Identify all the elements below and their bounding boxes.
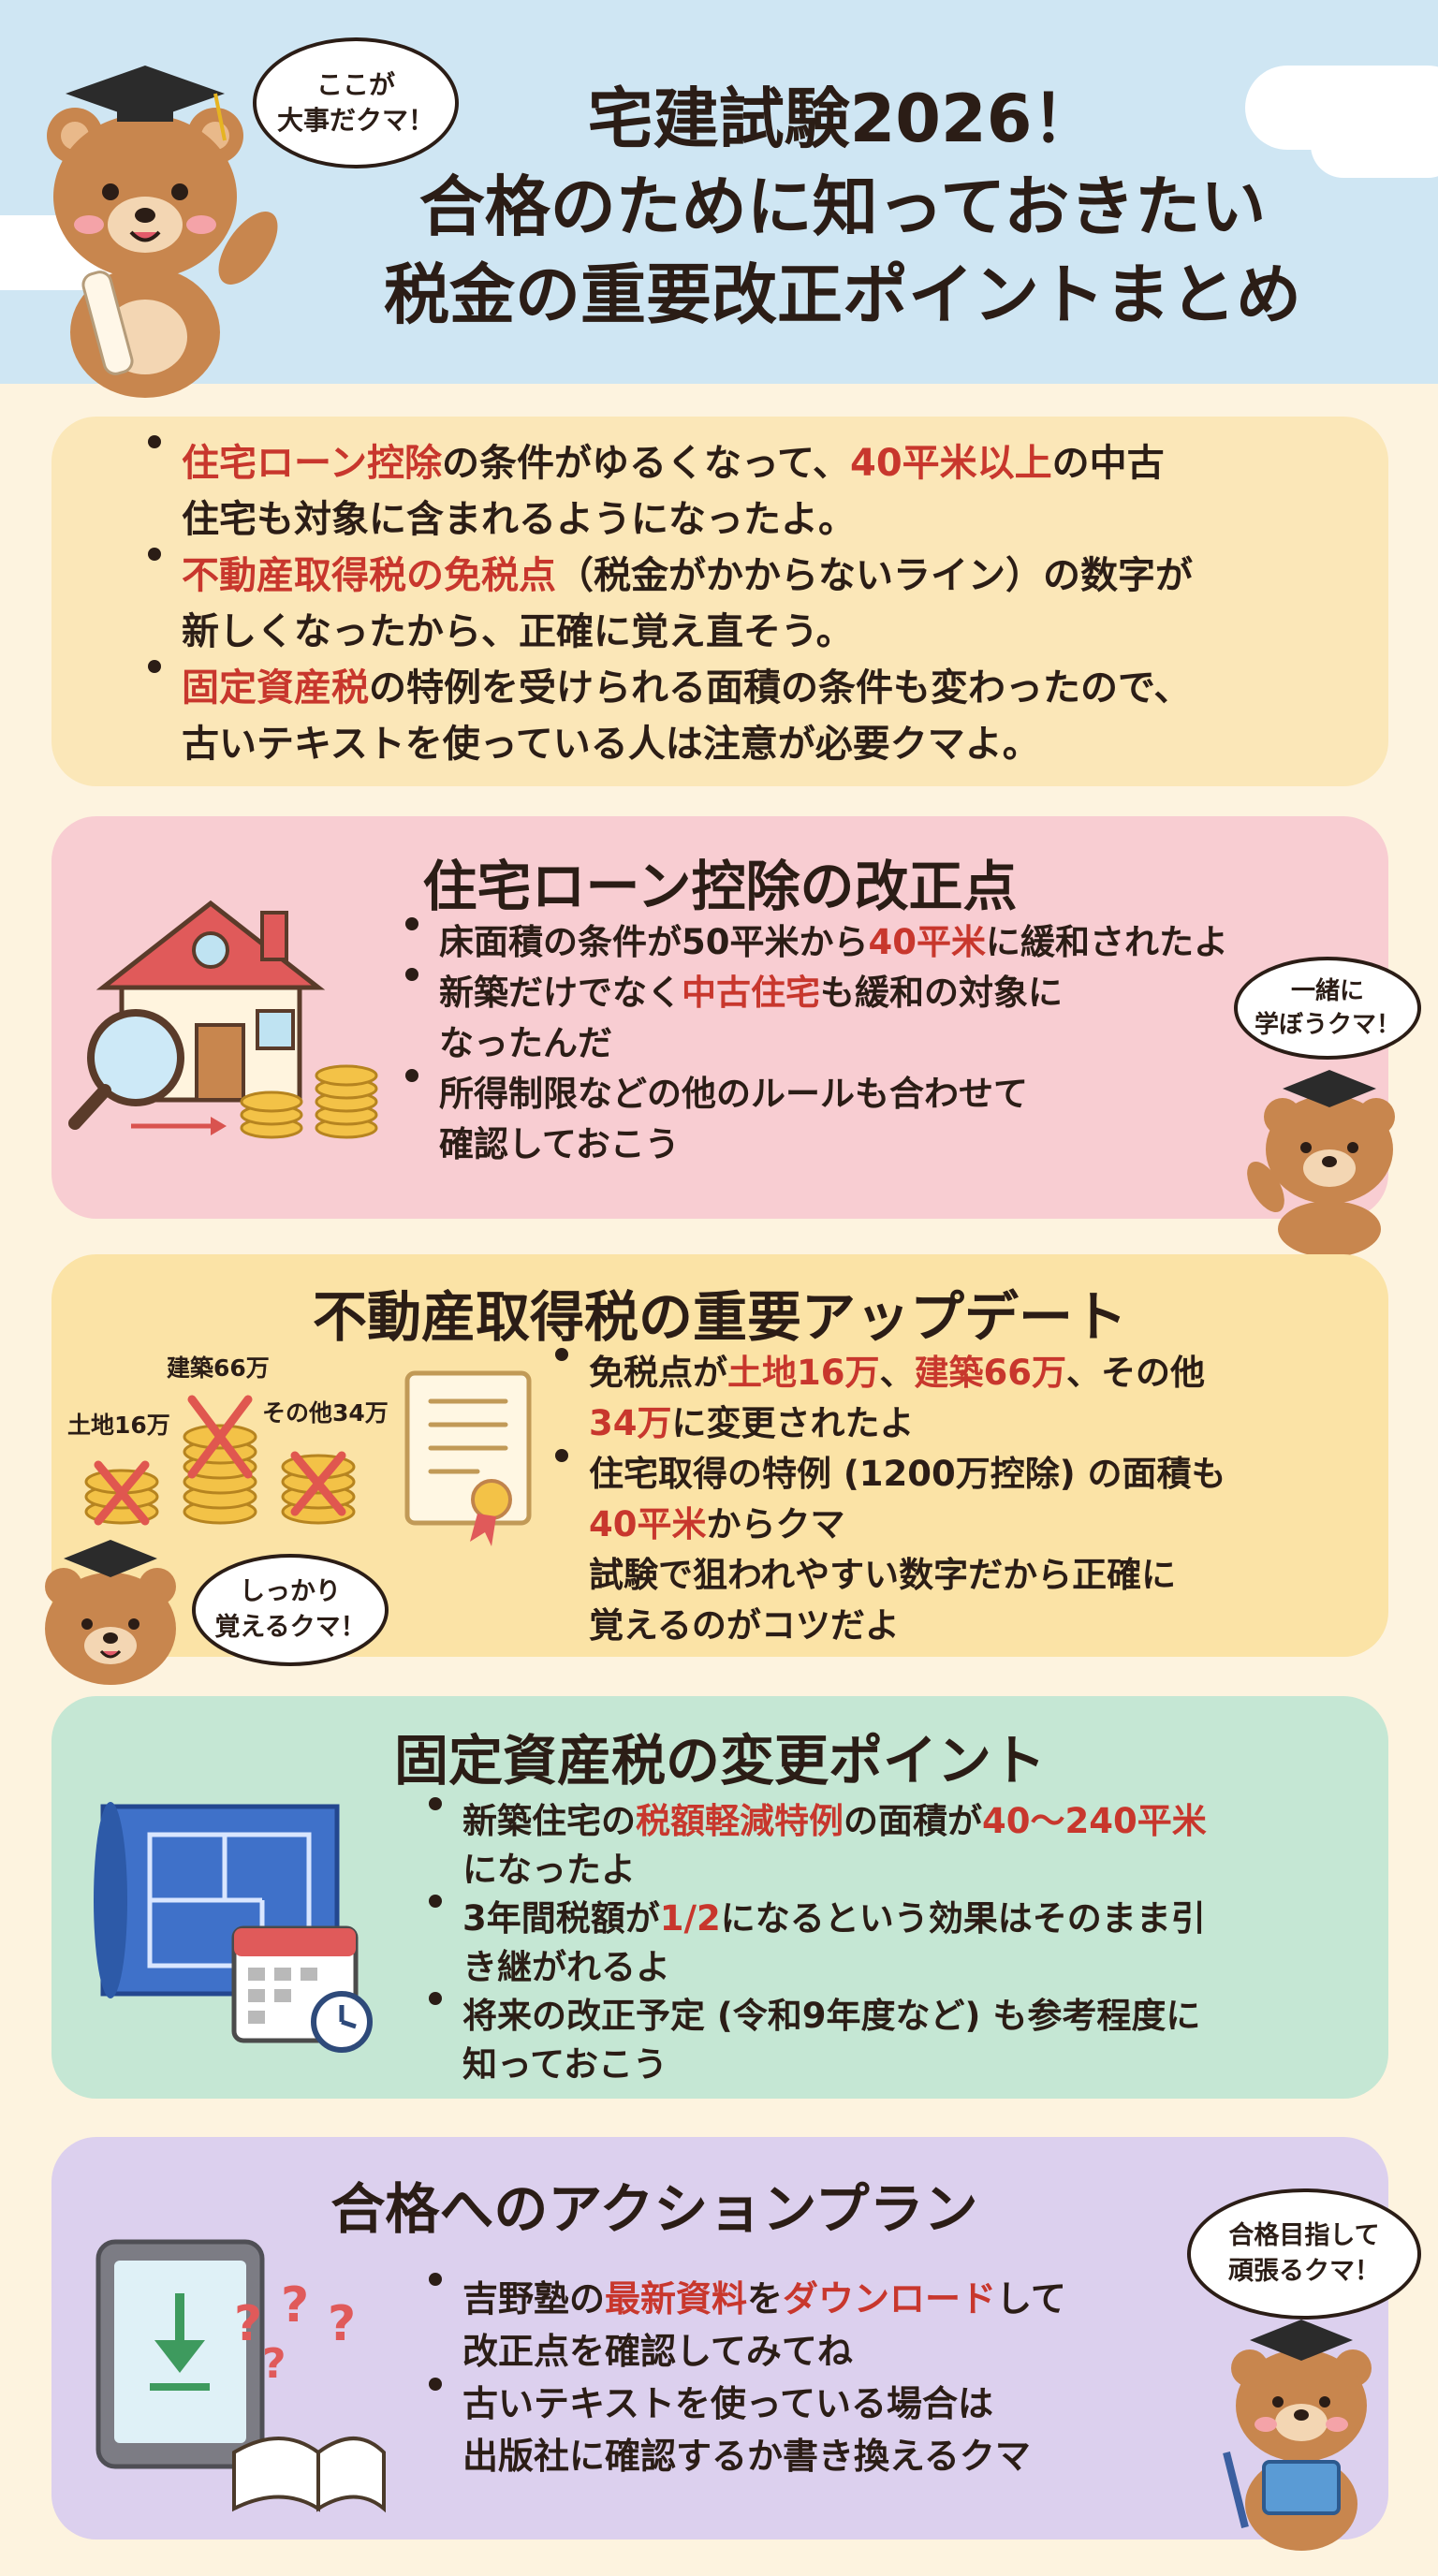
cloud-right-2 (1311, 112, 1438, 178)
fixed-point-1: 新築住宅の税額軽減特例の面積が40〜240平米になったよ (421, 1797, 1357, 1895)
svg-text:?: ? (262, 2340, 286, 2388)
fixed-asset-heading: 固定資産税の変更ポイント (393, 1729, 1046, 1793)
summary-item-loan: 住宅ローン控除の条件がゆるくなって、40平米以上の中古住宅も対象に含まれるように… (140, 435, 1357, 548)
title-line-1: 宅建試験2026！ (587, 80, 1098, 157)
bear-peeking-icon (45, 1540, 176, 1685)
speech-bubble-acquisition: しっかり 覚えるクマ！ (192, 1554, 389, 1666)
svg-text:?: ? (234, 2296, 262, 2352)
header-banner: 宅建試験2026！ 合格のために知っておきたい 税金の重要改正ポイントまとめ こ… (0, 0, 1438, 384)
speech-bubble-loan: 一緒に 学ぼうクマ！ (1234, 957, 1421, 1060)
action-point-1: 吉野塾の最新資料をダウンロードして改正点を確認してみてね (421, 2273, 1264, 2378)
svg-text:?: ? (281, 2277, 309, 2334)
fixed-point-3: 将来の改正予定 (令和9年度など) も参考程度に知っておこう (421, 1992, 1357, 2089)
summary-item-fixed-asset: 固定資産税の特例を受けられる面積の条件も変わったので、古いテキストを使っている人… (140, 660, 1357, 772)
coin-label-build: 建築66万 (167, 1354, 270, 1382)
speech-bubble-action: 合格目指して 頑張るクマ！ (1187, 2188, 1421, 2320)
action-plan-card: 合格へのアクションプラン 吉野塾の最新資料をダウンロードして改正点を確認してみて… (51, 2137, 1388, 2539)
fixed-asset-card: 固定資産税の変更ポイント 新築住宅の税額軽減特例の面積が40〜240平米になった… (51, 1696, 1388, 2099)
blueprint-calendar-icon (94, 1802, 373, 2053)
summary-list: 住宅ローン控除の条件がゆるくなって、40平米以上の中古住宅も対象に含まれるように… (140, 435, 1357, 772)
summary-item-acquisition: 不動産取得税の免税点（税金がかからないライン）の数字が新しくなったから、正確に覚… (140, 548, 1357, 660)
action-plan-heading: 合格へのアクションプラン (330, 2177, 978, 2241)
title-line-3: 税金の重要改正ポイントまとめ (384, 256, 1301, 333)
fixed-point-2: 3年間税額が1/2になるという効果はそのまま引き継がれるよ (421, 1895, 1357, 1992)
speech-bubble-header: ここが 大事だクマ！ (253, 37, 459, 168)
loan-point-3: 所得制限などの他のルールも合わせて確認しておこう (398, 1069, 1353, 1170)
house-magnifier-icon (68, 900, 378, 1139)
bear-reading-icon (1223, 2320, 1372, 2551)
action-point-2: 古いテキストを使っている場合は出版社に確認するか書き換えるクマ (421, 2378, 1264, 2482)
acquisition-heading: 不動産取得税の重要アップデート (312, 1285, 1127, 1349)
page-title: 宅建試験2026！ 合格のために知っておきたい 税金の重要改正ポイントまとめ (309, 75, 1376, 339)
bear-graduate-icon (47, 66, 278, 398)
fixed-asset-list: 新築住宅の税額軽減特例の面積が40〜240平米になったよ 3年間税額が1/2にな… (421, 1797, 1357, 2089)
loan-point-2: 新築だけでなく中古住宅も緩和の対象になったんだ (398, 968, 1353, 1069)
summary-card: 住宅ローン控除の条件がゆるくなって、40平米以上の中古住宅も対象に含まれるように… (51, 417, 1388, 786)
loan-heading: 住宅ローン控除の改正点 (422, 855, 1018, 918)
title-line-2: 合格のために知っておきたい (418, 168, 1267, 245)
loan-point-1: 床面積の条件が50平米から40平米に緩和されたよ (398, 917, 1353, 968)
certificate-icon (404, 1370, 532, 1546)
tablet-download-book-icon: ? ? ? ? (95, 2239, 386, 2513)
crossed-coins-icon (84, 1395, 356, 1526)
coin-label-other: その他34万 (262, 1399, 389, 1427)
coin-label-land: 土地16万 (67, 1412, 170, 1439)
action-plan-list: 吉野塾の最新資料をダウンロードして改正点を確認してみてね 古いテキストを使ってい… (421, 2273, 1264, 2482)
svg-text:?: ? (328, 2296, 356, 2352)
loan-list: 床面積の条件が50平米から40平米に緩和されたよ 新築だけでなく中古住宅も緩和の… (398, 917, 1353, 1170)
bear-waving-icon (1247, 1070, 1395, 1257)
